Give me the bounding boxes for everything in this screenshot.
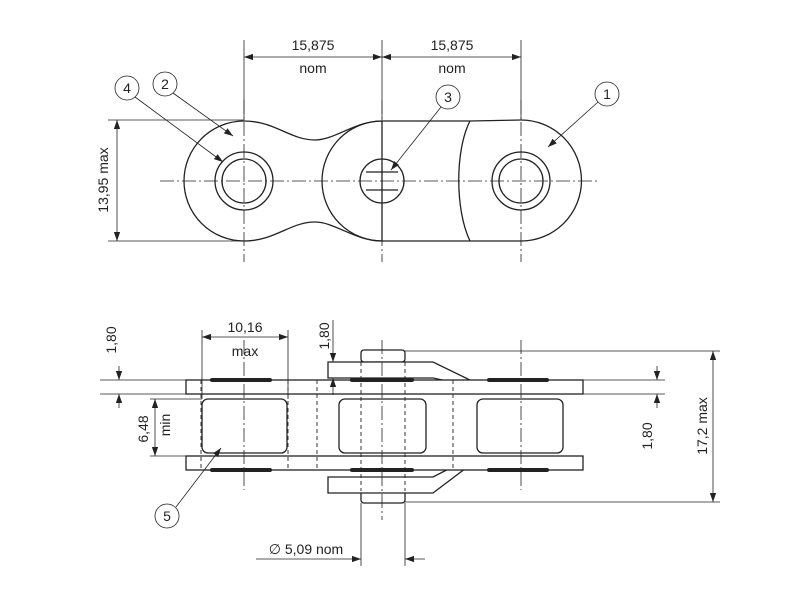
- inner-width-note: min: [157, 414, 173, 437]
- bushing-edge: [210, 468, 272, 472]
- plate-height-value: 13,95 max: [95, 147, 111, 212]
- inner-width-value: 6,48: [135, 415, 151, 442]
- pitch-left-value: 15,875: [292, 37, 335, 53]
- top-view: 15,875 nom 15,875 nom 13,95 max 1: [95, 37, 620, 262]
- svg-text:4: 4: [123, 80, 131, 96]
- svg-text:1: 1: [603, 86, 611, 102]
- bushing-edge: [350, 468, 414, 472]
- pin-diameter-value: ∅ 5,09 nom: [269, 541, 343, 557]
- callout-5: 5: [154, 447, 222, 529]
- svg-text:3: 3: [444, 89, 452, 105]
- pin-top-head: [360, 349, 406, 363]
- inner-plate-top: [185, 379, 584, 395]
- roller-diameter-note: max: [232, 343, 258, 359]
- plate-step-line: [458, 120, 471, 242]
- plate-thickness-left-value: 1,80: [103, 326, 119, 353]
- roller-middle: [338, 398, 427, 454]
- callout-3: 3: [390, 84, 461, 171]
- svg-text:2: 2: [161, 76, 169, 92]
- callout-4: 4: [114, 75, 224, 163]
- svg-text:5: 5: [163, 508, 171, 524]
- callout-1: 1: [547, 81, 620, 148]
- pitch-left-note: nom: [299, 60, 326, 76]
- front-view: 10,16 max 1,80 6,48 min 1,80 1,80 17,2 m…: [100, 319, 720, 566]
- inner-plate-bottom: [185, 455, 584, 471]
- bushing-edge: [487, 468, 549, 472]
- bushing-edge: [487, 378, 549, 382]
- roller-left: [201, 398, 288, 454]
- bushing-edge: [210, 378, 272, 382]
- overall-width-value: 17,2 max: [694, 397, 710, 455]
- pitch-right-value: 15,875: [431, 37, 474, 53]
- plate-thickness-top-value: 1,80: [316, 322, 332, 349]
- plate-thickness-right-value: 1,80: [639, 422, 655, 449]
- callout-2: 2: [152, 71, 234, 137]
- roller-diameter-value: 10,16: [227, 319, 262, 335]
- pitch-right-note: nom: [438, 60, 465, 76]
- roller-right: [476, 398, 564, 454]
- inner-link-plate: [183, 120, 383, 242]
